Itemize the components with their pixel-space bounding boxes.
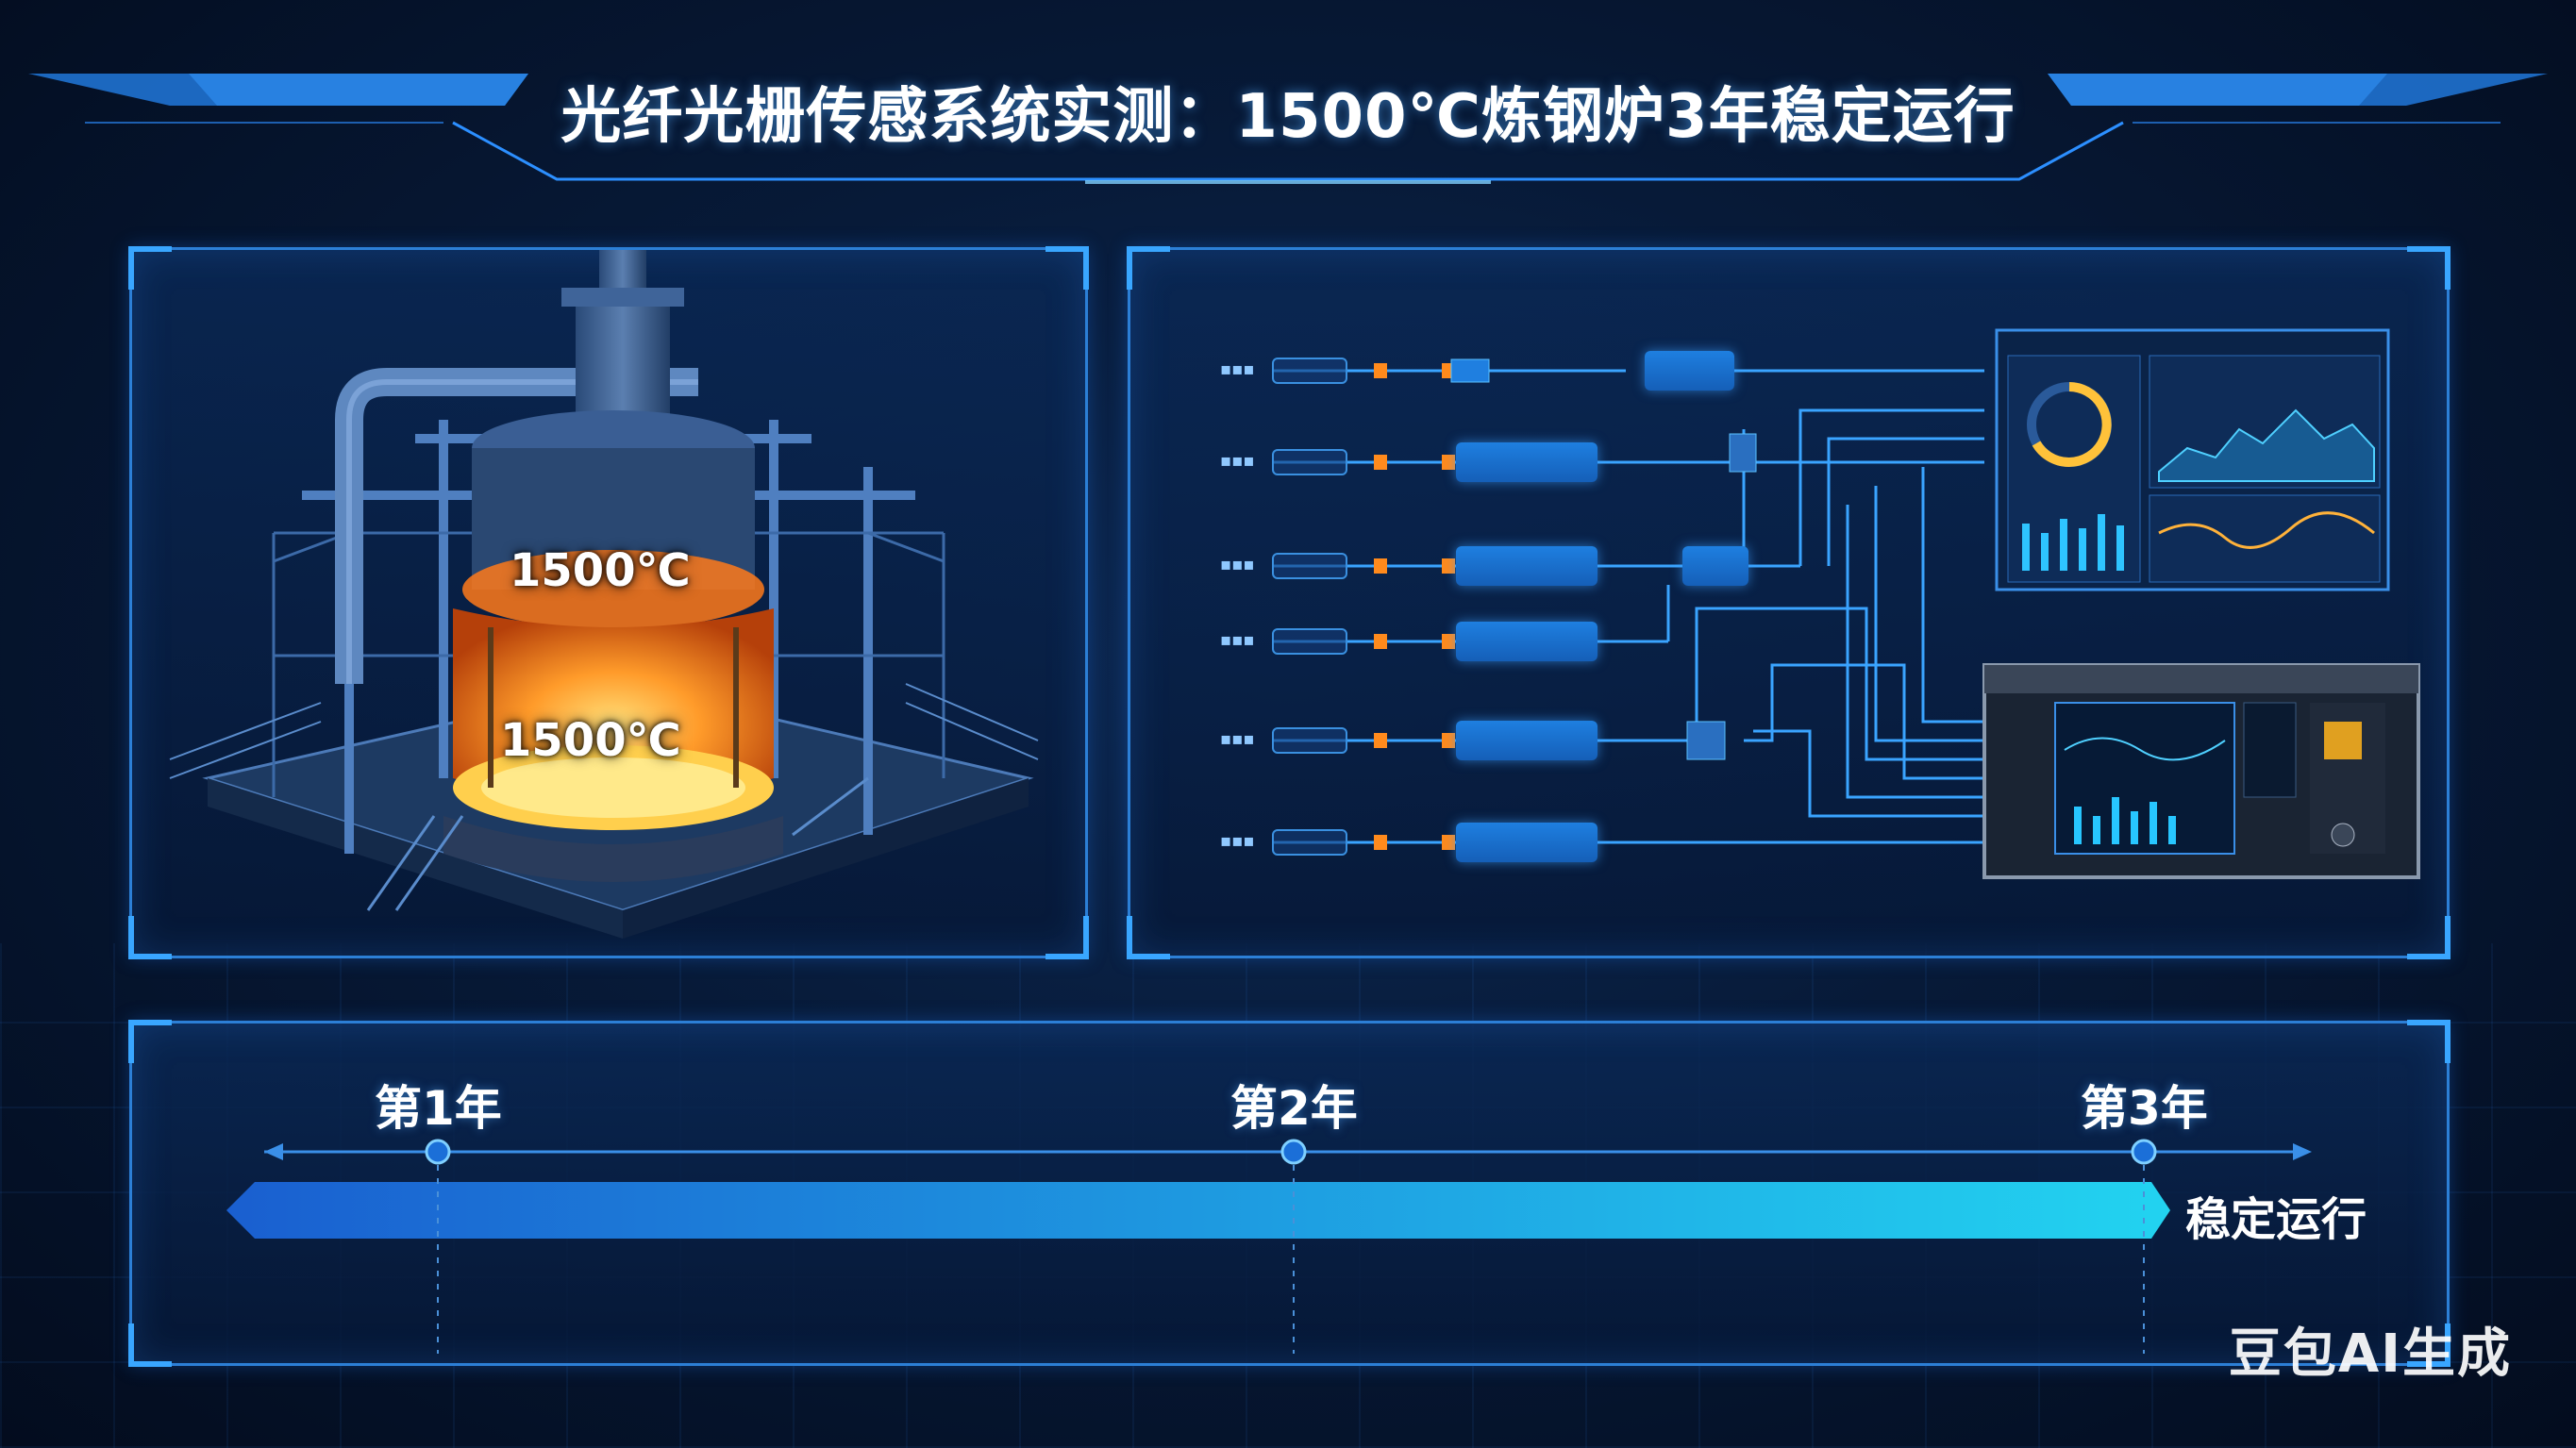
demodulator-box bbox=[1456, 823, 1597, 862]
panel-corner bbox=[128, 246, 172, 290]
sensor-row-label: ▪▪▪ bbox=[1220, 555, 1255, 574]
panel-corner bbox=[128, 1323, 172, 1367]
sensor-row-label: ▪▪▪ bbox=[1220, 451, 1255, 471]
ai-generated-watermark: 豆包AI生成 bbox=[2228, 1323, 2512, 1385]
furnace-illustration bbox=[169, 250, 1039, 939]
title-frame bbox=[28, 74, 2548, 184]
sensor-row-label: ▪▪▪ bbox=[1220, 359, 1255, 379]
panel-corner bbox=[128, 916, 172, 959]
fbg-sensor bbox=[1272, 829, 1347, 856]
year-2-label: 第2年 bbox=[1230, 1081, 1358, 1136]
demodulator-box bbox=[1456, 721, 1597, 760]
fbg-sensor bbox=[1272, 727, 1347, 754]
demodulator-box bbox=[1682, 546, 1748, 586]
demodulator-box bbox=[1456, 546, 1597, 586]
sensor-row-label: ▪▪▪ bbox=[1220, 831, 1255, 851]
demodulator-box bbox=[1456, 622, 1597, 661]
fbg-sensor bbox=[1272, 628, 1347, 655]
sensor-row-label: ▪▪▪ bbox=[1220, 729, 1255, 749]
sensor-system-diagram-panel: ▪▪▪ ▪▪▪ ▪▪▪ ▪▪▪ ▪▪▪ ▪▪▪ bbox=[1127, 246, 2451, 959]
page-title: 光纤光栅传感系统实测：1500℃炼钢炉3年稳定运行 bbox=[560, 82, 2016, 152]
year-3-label: 第3年 bbox=[2081, 1081, 2208, 1136]
temperature-label-upper: 1500℃ bbox=[510, 544, 691, 597]
fbg-sensor bbox=[1272, 449, 1347, 475]
timeline-panel: 第1年 第2年 第3年 稳定运行 bbox=[128, 1020, 2451, 1367]
fbg-sensor bbox=[1272, 553, 1347, 579]
demodulator-box bbox=[1456, 442, 1597, 482]
panel-corner bbox=[2407, 916, 2451, 959]
panel-corner bbox=[2407, 1020, 2451, 1063]
panel-corner bbox=[2407, 1323, 2451, 1367]
panel-corner bbox=[1045, 246, 1089, 290]
panel-corner bbox=[2407, 246, 2451, 290]
fbg-sensor bbox=[1272, 358, 1347, 384]
temperature-label-lower: 1500℃ bbox=[500, 714, 681, 767]
panel-corner bbox=[1045, 916, 1089, 959]
timeline-graphic bbox=[226, 1139, 2312, 1354]
year-1-label: 第1年 bbox=[375, 1081, 502, 1136]
panel-corner bbox=[1127, 916, 1170, 959]
demodulator-box bbox=[1645, 351, 1734, 391]
sensor-row-label: ▪▪▪ bbox=[1220, 630, 1255, 650]
fiber-wiring-diagram bbox=[1272, 328, 2420, 879]
furnace-panel: 1500℃ 1500℃ bbox=[128, 246, 1089, 959]
panel-corner bbox=[1127, 246, 1170, 290]
panel-corner bbox=[128, 1020, 172, 1063]
stable-operation-label: 稳定运行 bbox=[2185, 1193, 2367, 1246]
